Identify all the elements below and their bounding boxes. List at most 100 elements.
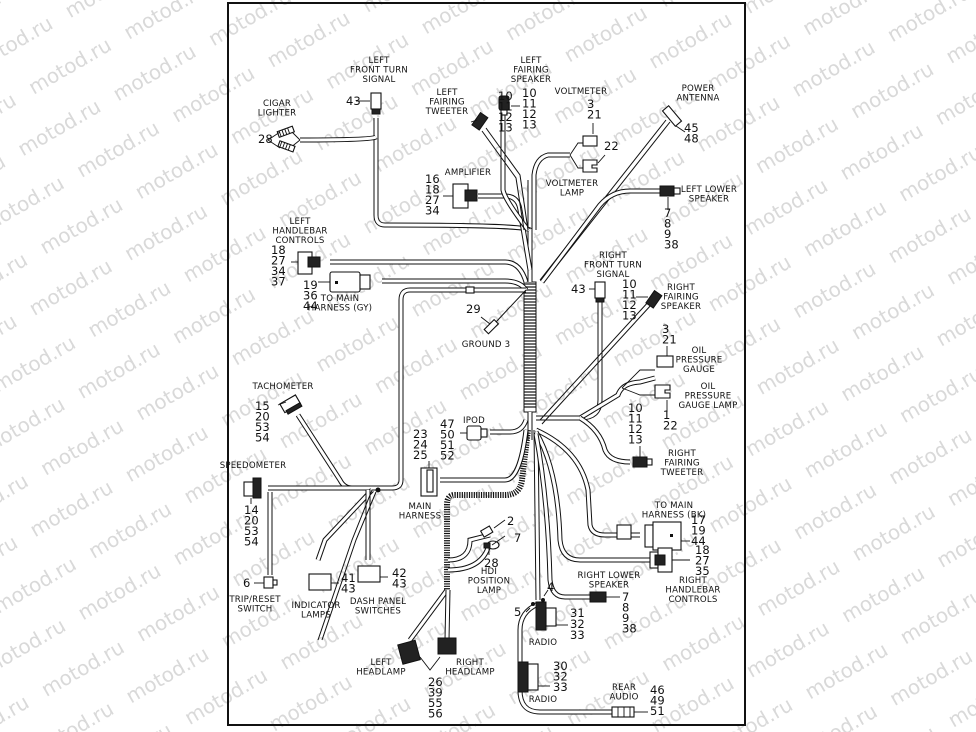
reference-number: 46 — [650, 683, 665, 697]
left-handlebar-controls-label: CONTROLS — [275, 236, 324, 246]
wires — [267, 115, 671, 715]
reference-number: 50 — [440, 428, 455, 442]
ipod-label: IPOD — [463, 416, 485, 426]
reference-number: 43 — [571, 282, 586, 296]
left-front-turn-signal-label: SIGNAL — [363, 75, 396, 85]
dash-switches-connector-icon — [357, 565, 381, 583]
reference-number: 31 — [570, 606, 585, 620]
reference-number: 47 — [440, 417, 455, 431]
reference-number: 43 — [341, 582, 356, 596]
reference-number: 12 — [498, 110, 513, 124]
to-main-harness-bk-label: TO MAIN — [654, 501, 693, 511]
turn-signal-bulb-icon — [370, 92, 382, 115]
reference-number: 26 — [428, 675, 443, 689]
ground-3-label-group: GROUND 329 — [462, 302, 510, 350]
left-handlebar-controls-label: LEFT — [289, 217, 311, 227]
reference-number: 18 — [695, 543, 710, 557]
right-headlamp-label: RIGHT — [456, 658, 484, 668]
right-fairing-tweeter-label: RIGHT — [668, 449, 696, 459]
indicator-lamps-label: LAMPS — [301, 611, 331, 621]
turn-signal-bulb-icon — [594, 281, 606, 303]
right-handlebar-controls-label: CONTROLS — [668, 595, 717, 605]
reference-number: 32 — [570, 617, 585, 631]
reference-number: 11 — [522, 97, 537, 111]
reference-number: 5 — [514, 605, 521, 619]
left-fairing-tweeter-label: LEFT — [436, 88, 458, 98]
hdi-lamp-icon — [479, 525, 494, 538]
oil-pressure-gauge-label: GAUGE — [683, 365, 715, 375]
reference-number: 33 — [570, 628, 585, 642]
reference-number: 10 — [498, 89, 513, 103]
reference-number: 7 — [622, 590, 629, 604]
indicator-lamps-connector-icon — [308, 573, 332, 591]
reference-number: 23 — [413, 427, 428, 441]
reference-number: 11 — [498, 100, 513, 114]
reference-number: 11 — [622, 288, 637, 302]
main-harness-label: MAIN — [408, 502, 431, 512]
reference-number: 10 — [522, 86, 537, 100]
left-fairing-tweeter-label: TWEETER — [425, 107, 469, 117]
oil-pressure-gauge-lamp-label: OIL — [701, 382, 716, 392]
right-handlebar-controls-label: RIGHT — [679, 576, 707, 586]
switch-connector-icon — [263, 576, 278, 589]
reference-number: 44 — [303, 299, 318, 313]
hdi-position-lamp-label: LAMP — [477, 586, 501, 596]
reference-number: 53 — [244, 524, 259, 538]
reference-number: 54 — [255, 431, 270, 445]
cigar-lighter-label: LIGHTER — [258, 109, 297, 119]
reference-number: 3 — [662, 322, 669, 336]
hdi-position-lamp-label: POSITION — [468, 577, 511, 587]
right-fairing-speaker-label: RIGHT — [667, 283, 695, 293]
reference-number: 28 — [484, 556, 499, 570]
reference-number: 56 — [428, 707, 443, 721]
hdi-lamp-icon — [483, 540, 500, 550]
reference-number: 55 — [428, 696, 443, 710]
reference-number: 37 — [271, 275, 286, 289]
reference-number: 16 — [425, 172, 440, 186]
voltmeter-connector-icon — [582, 135, 598, 147]
cigar-lighter-connector-icon — [277, 140, 296, 153]
reference-number: 38 — [664, 238, 679, 252]
amplifier-label: AMPLIFIER — [445, 168, 491, 178]
oil-pressure-gauge-lamp-label: GAUGE LAMP — [678, 401, 737, 411]
reference-number: 24 — [413, 438, 428, 452]
left-handlebar-controls-label: HANDLEBAR — [272, 227, 327, 237]
left-lower-speaker-label: SPEAKER — [689, 195, 729, 205]
reference-number: 48 — [684, 132, 699, 146]
reference-number: 3 — [587, 97, 594, 111]
reference-number: 10 — [622, 277, 637, 291]
oil-pressure-gauge-label: PRESSURE — [676, 356, 723, 366]
oil-gauge-connector-icon — [656, 355, 674, 368]
radio-connector-icon — [517, 661, 539, 693]
amplifier-connector-icon — [452, 183, 478, 209]
reference-number: 52 — [440, 449, 455, 463]
reference-number: 14 — [244, 503, 259, 517]
reference-number: 42 — [392, 566, 407, 580]
reference-number: 6 — [243, 576, 250, 590]
headlamp-connector-icon — [397, 639, 421, 665]
to-main-harness-gy-label: TO MAIN — [320, 294, 359, 304]
reference-number: 32 — [553, 670, 568, 684]
power-antenna-label: POWER — [682, 84, 715, 94]
left-lower-speaker-label: LEFT LOWER — [681, 185, 737, 195]
reference-number: 18 — [271, 243, 286, 257]
right-handlebar-controls-label: HANDLEBAR — [665, 586, 720, 596]
right-headlamp-label: HEADLAMP — [445, 668, 494, 678]
headlamp-connector-icon — [437, 637, 457, 655]
speaker-connector-icon — [498, 95, 510, 116]
reference-number: 10 — [628, 401, 643, 415]
